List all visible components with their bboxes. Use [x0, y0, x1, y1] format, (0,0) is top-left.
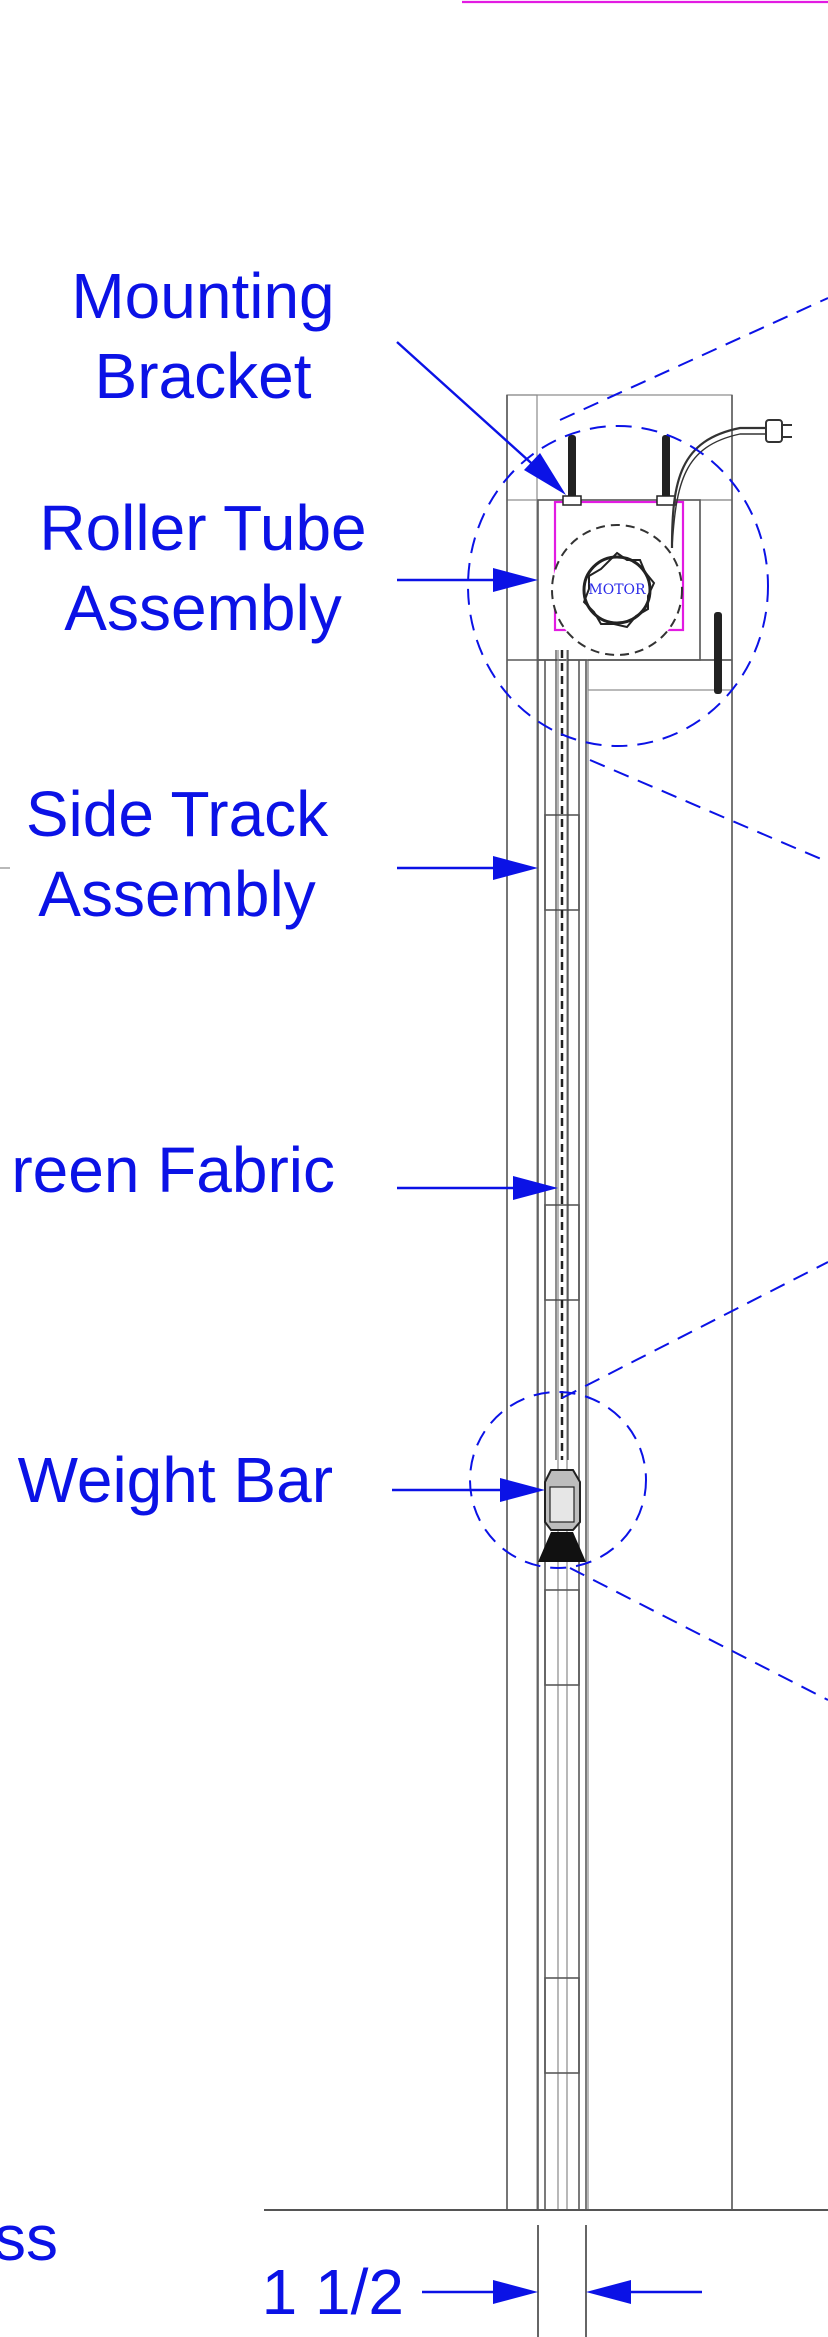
- track-bracket-4: [544, 1977, 580, 2074]
- track-bracket-3: [544, 1589, 580, 1686]
- callout-roller-tube-line2: Assembly: [64, 572, 341, 644]
- mounting-bolt-right: [662, 435, 670, 500]
- arrowhead-roller-tube: [493, 568, 538, 592]
- dimension-label: 1 1/2: [262, 2256, 404, 2328]
- detail-circle-roller: [467, 425, 769, 747]
- dimension-arrow-right: [586, 2280, 631, 2304]
- callout-mounting-bracket-line1: Mounting: [71, 260, 334, 332]
- left-wall-section: [506, 394, 538, 2211]
- power-cord: [670, 426, 768, 549]
- dimension-arrow-left: [493, 2280, 538, 2304]
- anchor-bolt-lower: [714, 612, 722, 694]
- plug-icon: [765, 419, 783, 443]
- callout-side-track-line1: Side Track: [26, 778, 329, 850]
- callout-mounting-bracket-line2: Bracket: [95, 340, 312, 412]
- arrowhead-screen-fabric: [513, 1176, 558, 1200]
- callout-screen-fabric: reen Fabric: [11, 1134, 335, 1206]
- mounting-bolt-left: [568, 435, 576, 500]
- motor-gear-icon: [582, 551, 656, 629]
- soffit-section: [587, 659, 733, 691]
- detail-circle-weight-bar: [469, 1391, 647, 1569]
- arrowhead-mounting-bracket: [524, 453, 566, 495]
- arrowhead-side-track: [493, 856, 538, 880]
- callout-side-track-line2: Assembly: [38, 858, 315, 930]
- right-wall-section: [587, 659, 733, 2211]
- weight-bar-seal: [538, 1532, 586, 1562]
- arrowhead-weight-bar: [500, 1478, 545, 1502]
- callout-roller-tube-line1: Roller Tube: [39, 492, 366, 564]
- partial-left-text: ss: [0, 2202, 58, 2274]
- motor-label: MOTOR: [588, 582, 646, 598]
- callout-weight-bar: Weight Bar: [18, 1444, 333, 1516]
